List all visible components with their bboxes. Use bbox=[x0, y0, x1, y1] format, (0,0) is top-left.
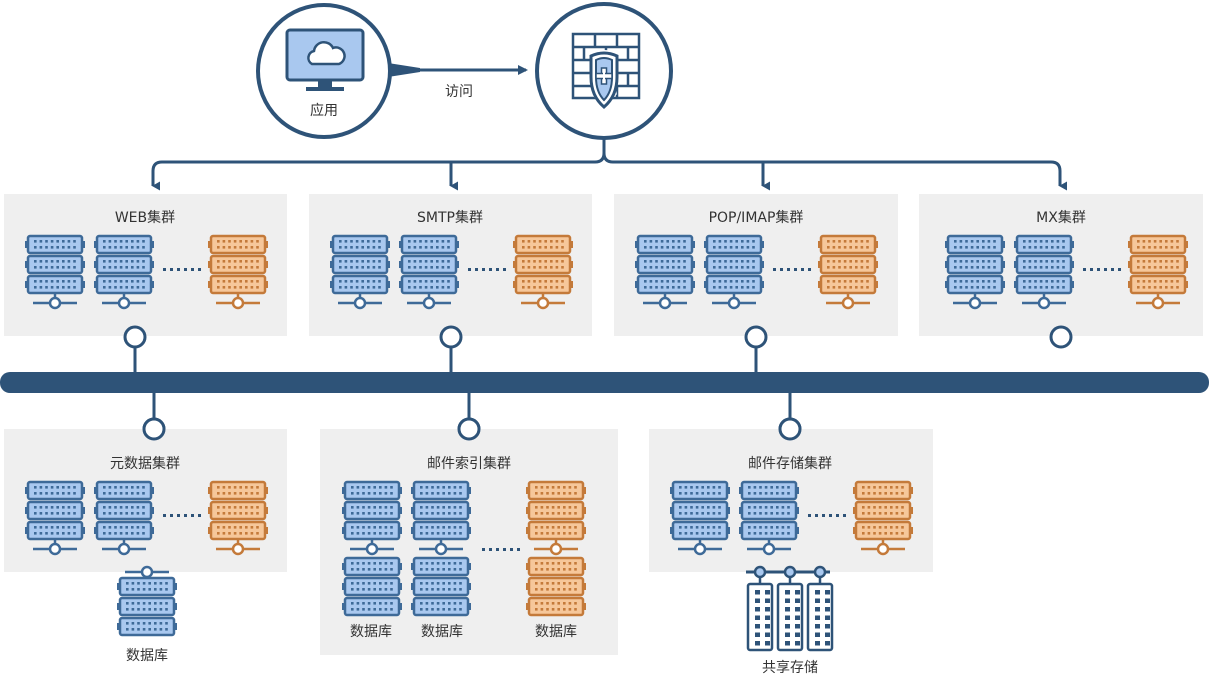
index-db-caption-2: 数据库 bbox=[421, 624, 463, 640]
web-cluster-title: WEB集群 bbox=[115, 209, 175, 226]
meta-server-2 bbox=[94, 480, 154, 556]
index-server-2 bbox=[411, 480, 471, 556]
access-label: 访问 bbox=[445, 84, 473, 100]
mx-ellipsis bbox=[1083, 268, 1121, 271]
meta-cluster-panel bbox=[4, 429, 287, 572]
index-server-1 bbox=[342, 480, 402, 556]
web-server-1 bbox=[25, 234, 85, 310]
index-server-n bbox=[526, 480, 586, 556]
storage-server-2 bbox=[739, 480, 799, 556]
meta-database bbox=[117, 565, 177, 637]
shared-storage-caption: 共享存储 bbox=[762, 659, 818, 675]
mx-cluster-title: MX集群 bbox=[1036, 209, 1086, 226]
pop-ellipsis bbox=[773, 268, 811, 271]
index-cluster-title: 邮件索引集群 bbox=[427, 455, 511, 472]
bus-port-mx bbox=[1049, 325, 1073, 349]
pop-server-n bbox=[818, 234, 878, 310]
index-db-n bbox=[526, 556, 586, 617]
shared-storage-icon bbox=[746, 565, 834, 652]
bus-port-smtp bbox=[439, 325, 463, 349]
index-db-2 bbox=[411, 556, 471, 617]
index-cluster-panel bbox=[320, 429, 618, 655]
index-ellipsis bbox=[482, 548, 520, 551]
smtp-server-n bbox=[513, 234, 573, 310]
bus-port-pop bbox=[744, 325, 768, 349]
meta-cluster-title: 元数据集群 bbox=[110, 455, 180, 472]
meta-server-n bbox=[208, 480, 268, 556]
storage-server-n bbox=[853, 480, 913, 556]
index-db-caption-3: 数据库 bbox=[535, 624, 577, 640]
storage-cluster-title: 邮件存储集群 bbox=[748, 455, 832, 472]
web-server-n bbox=[208, 234, 268, 310]
smtp-cluster-title: SMTP集群 bbox=[417, 209, 483, 226]
meta-db-caption: 数据库 bbox=[126, 648, 168, 664]
monitor-cloud-icon bbox=[285, 28, 365, 91]
mx-server-1 bbox=[945, 234, 1005, 310]
web-server-2 bbox=[94, 234, 154, 310]
mx-server-2 bbox=[1014, 234, 1074, 310]
smtp-server-1 bbox=[330, 234, 390, 310]
lower-server-groups bbox=[25, 480, 913, 637]
index-db-1 bbox=[342, 556, 402, 617]
app-label: 应用 bbox=[310, 102, 338, 119]
web-ellipsis bbox=[163, 268, 201, 271]
network-bus bbox=[0, 325, 1209, 441]
meta-ellipsis bbox=[163, 514, 201, 517]
server-groups bbox=[25, 234, 1188, 310]
app-node: 应用 bbox=[256, 3, 392, 139]
storage-server-1 bbox=[670, 480, 730, 556]
pop-server-1 bbox=[635, 234, 695, 310]
smtp-server-2 bbox=[399, 234, 459, 310]
storage-ellipsis bbox=[808, 514, 846, 517]
mx-server-n bbox=[1128, 234, 1188, 310]
pop-server-2 bbox=[704, 234, 764, 310]
firewall-shield-icon bbox=[571, 32, 641, 109]
meta-server-1 bbox=[25, 480, 85, 556]
bus-port-web bbox=[123, 325, 147, 349]
pop-cluster-title: POP/IMAP集群 bbox=[709, 209, 804, 226]
smtp-ellipsis bbox=[468, 268, 506, 271]
index-db-caption-1: 数据库 bbox=[350, 624, 392, 640]
storage-cluster-panel bbox=[649, 429, 933, 572]
firewall-node bbox=[535, 2, 673, 140]
